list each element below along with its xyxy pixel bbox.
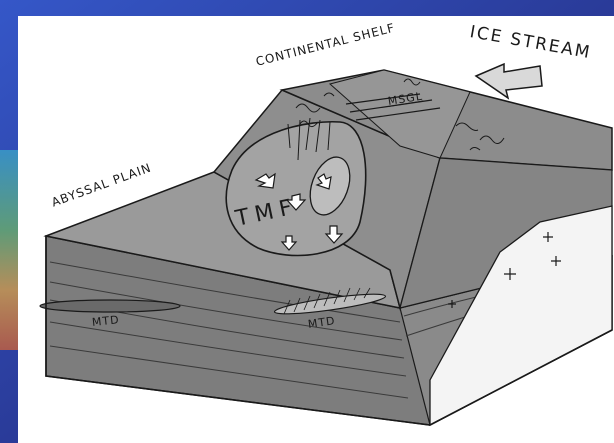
sketch-paper	[18, 16, 614, 443]
mtd-left-lens	[40, 300, 180, 312]
